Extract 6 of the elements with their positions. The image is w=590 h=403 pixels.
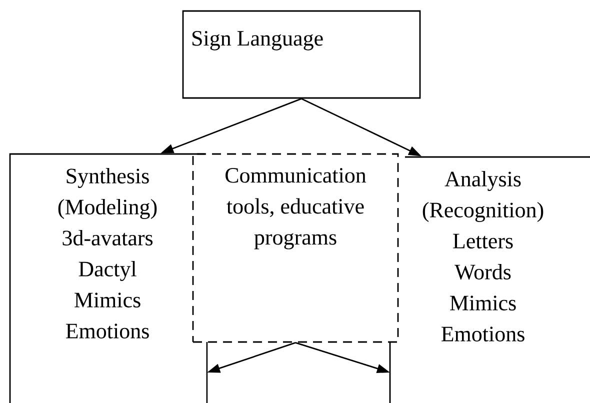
analysis-panel: Analysis (Recognition) Letters Words Mimics Emotions — [405, 156, 590, 342]
title-box: Sign Language — [182, 10, 421, 99]
vertical-line — [206, 342, 208, 403]
synthesis-panel: Synthesis (Modeling) 3d-avatars Dactyl Mimics Emotions — [9, 153, 205, 403]
vertical-line — [389, 342, 391, 403]
dashed-box: Communication tools, educative programs — [192, 153, 399, 343]
